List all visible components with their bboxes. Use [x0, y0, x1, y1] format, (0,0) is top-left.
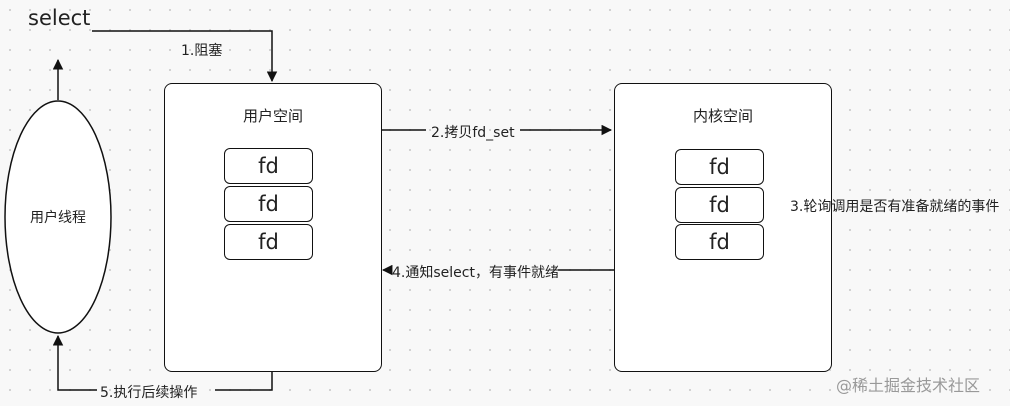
user-fd-1: fd	[224, 148, 313, 184]
user-fd-3: fd	[224, 224, 313, 260]
select-title: select	[28, 6, 91, 30]
kernel-fd-2: fd	[675, 187, 764, 223]
watermark: @稀土掘金技术社区	[836, 376, 981, 395]
arrow-step1	[92, 30, 278, 83]
kernel-space-title: 内核空间	[692, 107, 753, 125]
step2-label: 2.拷贝fd_set	[431, 125, 515, 141]
user-thread-label: 用户线程	[30, 210, 86, 226]
step4-label: 4.通知select，有事件就绪	[392, 265, 559, 281]
user-space-title: 用户空间	[242, 107, 303, 125]
step5-label: 5.执行后续操作	[100, 385, 198, 401]
kernel-fd-3: fd	[675, 224, 764, 260]
kernel-fd-1: fd	[675, 149, 764, 185]
step3-label: 3.轮询调用是否有准备就绪的事件	[790, 199, 1000, 215]
user-thread-ellipse	[4, 100, 112, 334]
user-fd-2: fd	[224, 186, 313, 222]
step1-label: 1.阻塞	[181, 43, 223, 59]
arrow-step5	[215, 372, 273, 391]
